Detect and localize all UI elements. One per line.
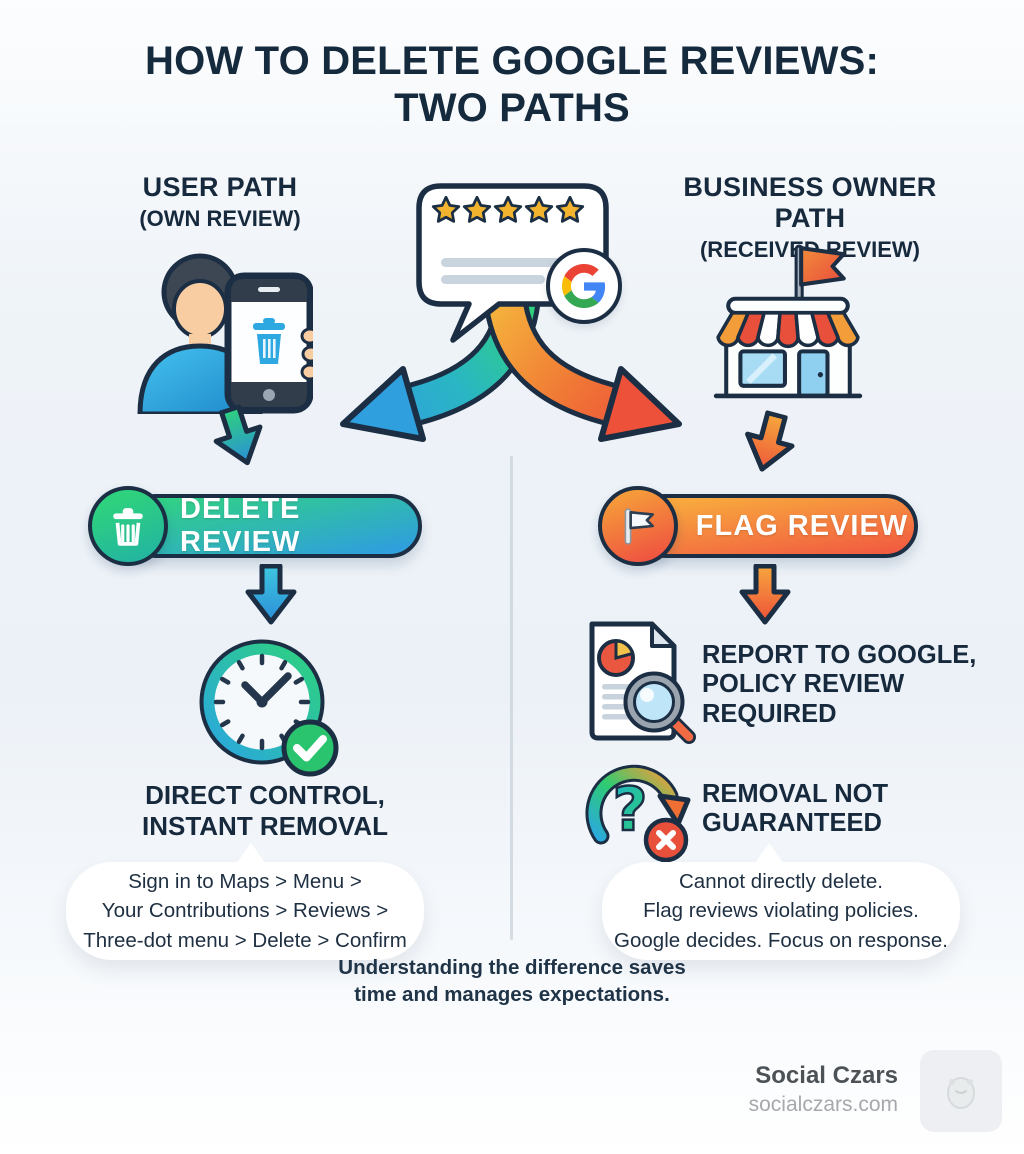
arrow-down-delete-icon bbox=[245, 564, 297, 625]
user-path-header: USER PATH (OWN REVIEW) bbox=[88, 172, 352, 232]
arrow-down-user-icon bbox=[213, 404, 263, 466]
business-steps-bubble: Cannot directly delete. Flag reviews vio… bbox=[602, 843, 960, 960]
page-title: HOW TO DELETE GOOGLE REVIEWS: TWO PATHS bbox=[145, 39, 879, 130]
business-steps-text: Cannot directly delete. Flag reviews vio… bbox=[614, 870, 948, 952]
brand-logo bbox=[920, 1050, 1002, 1132]
summary-note: Understanding the difference saves time … bbox=[338, 956, 686, 1007]
user-steps-bubble: Sign in to Maps > Menu > Your Contributi… bbox=[66, 843, 424, 960]
user-path-heading: USER PATH bbox=[142, 172, 298, 202]
business-path-header: BUSINESS OWNER PATH (RECEIVED REVIEW) bbox=[648, 172, 972, 263]
brand-name: Social Czars bbox=[755, 1062, 898, 1089]
svg-text:?: ? bbox=[613, 775, 648, 845]
trash-icon bbox=[88, 486, 168, 566]
outcome-report-google: REPORT TO GOOGLE, POLICY REVIEW REQUIRED bbox=[702, 641, 977, 728]
user-steps-text: Sign in to Maps > Menu > Your Contributi… bbox=[83, 870, 407, 952]
brand-website: socialczars.com bbox=[748, 1093, 898, 1116]
flag-review-button[interactable]: FLAG REVIEW bbox=[598, 486, 918, 566]
person-phone-icon bbox=[137, 253, 313, 414]
brand-mascot-icon bbox=[947, 1077, 975, 1109]
delete-review-label: DELETE REVIEW bbox=[180, 493, 301, 558]
flag-review-label: FLAG REVIEW bbox=[695, 509, 909, 542]
center-divider bbox=[510, 456, 513, 940]
branding-block: Social Czars socialczars.com bbox=[749, 1062, 898, 1117]
google-logo-icon bbox=[546, 248, 622, 324]
flag-review-pill: FLAG REVIEW bbox=[634, 494, 918, 558]
outcome-direct-control: DIRECT CONTROL, INSTANT REMOVAL bbox=[141, 780, 389, 842]
arrow-down-business-icon bbox=[745, 410, 795, 472]
flag-icon bbox=[598, 486, 678, 566]
delete-review-pill: DELETE REVIEW bbox=[124, 493, 422, 558]
outcome-removal-not-guaranteed: REMOVAL NOT GUARANTEED bbox=[702, 780, 889, 838]
storefront-icon bbox=[713, 244, 863, 399]
business-path-heading: BUSINESS OWNER PATH bbox=[683, 172, 937, 233]
arrow-down-flag-icon bbox=[739, 564, 791, 625]
user-path-subheading: (OWN REVIEW) bbox=[139, 206, 301, 231]
branch-arrow-right-icon bbox=[483, 296, 682, 442]
delete-review-button[interactable]: DELETE REVIEW bbox=[88, 486, 422, 566]
question-x-icon: ? bbox=[585, 764, 691, 863]
document-search-icon bbox=[589, 621, 696, 744]
clock-check-icon bbox=[199, 639, 339, 777]
